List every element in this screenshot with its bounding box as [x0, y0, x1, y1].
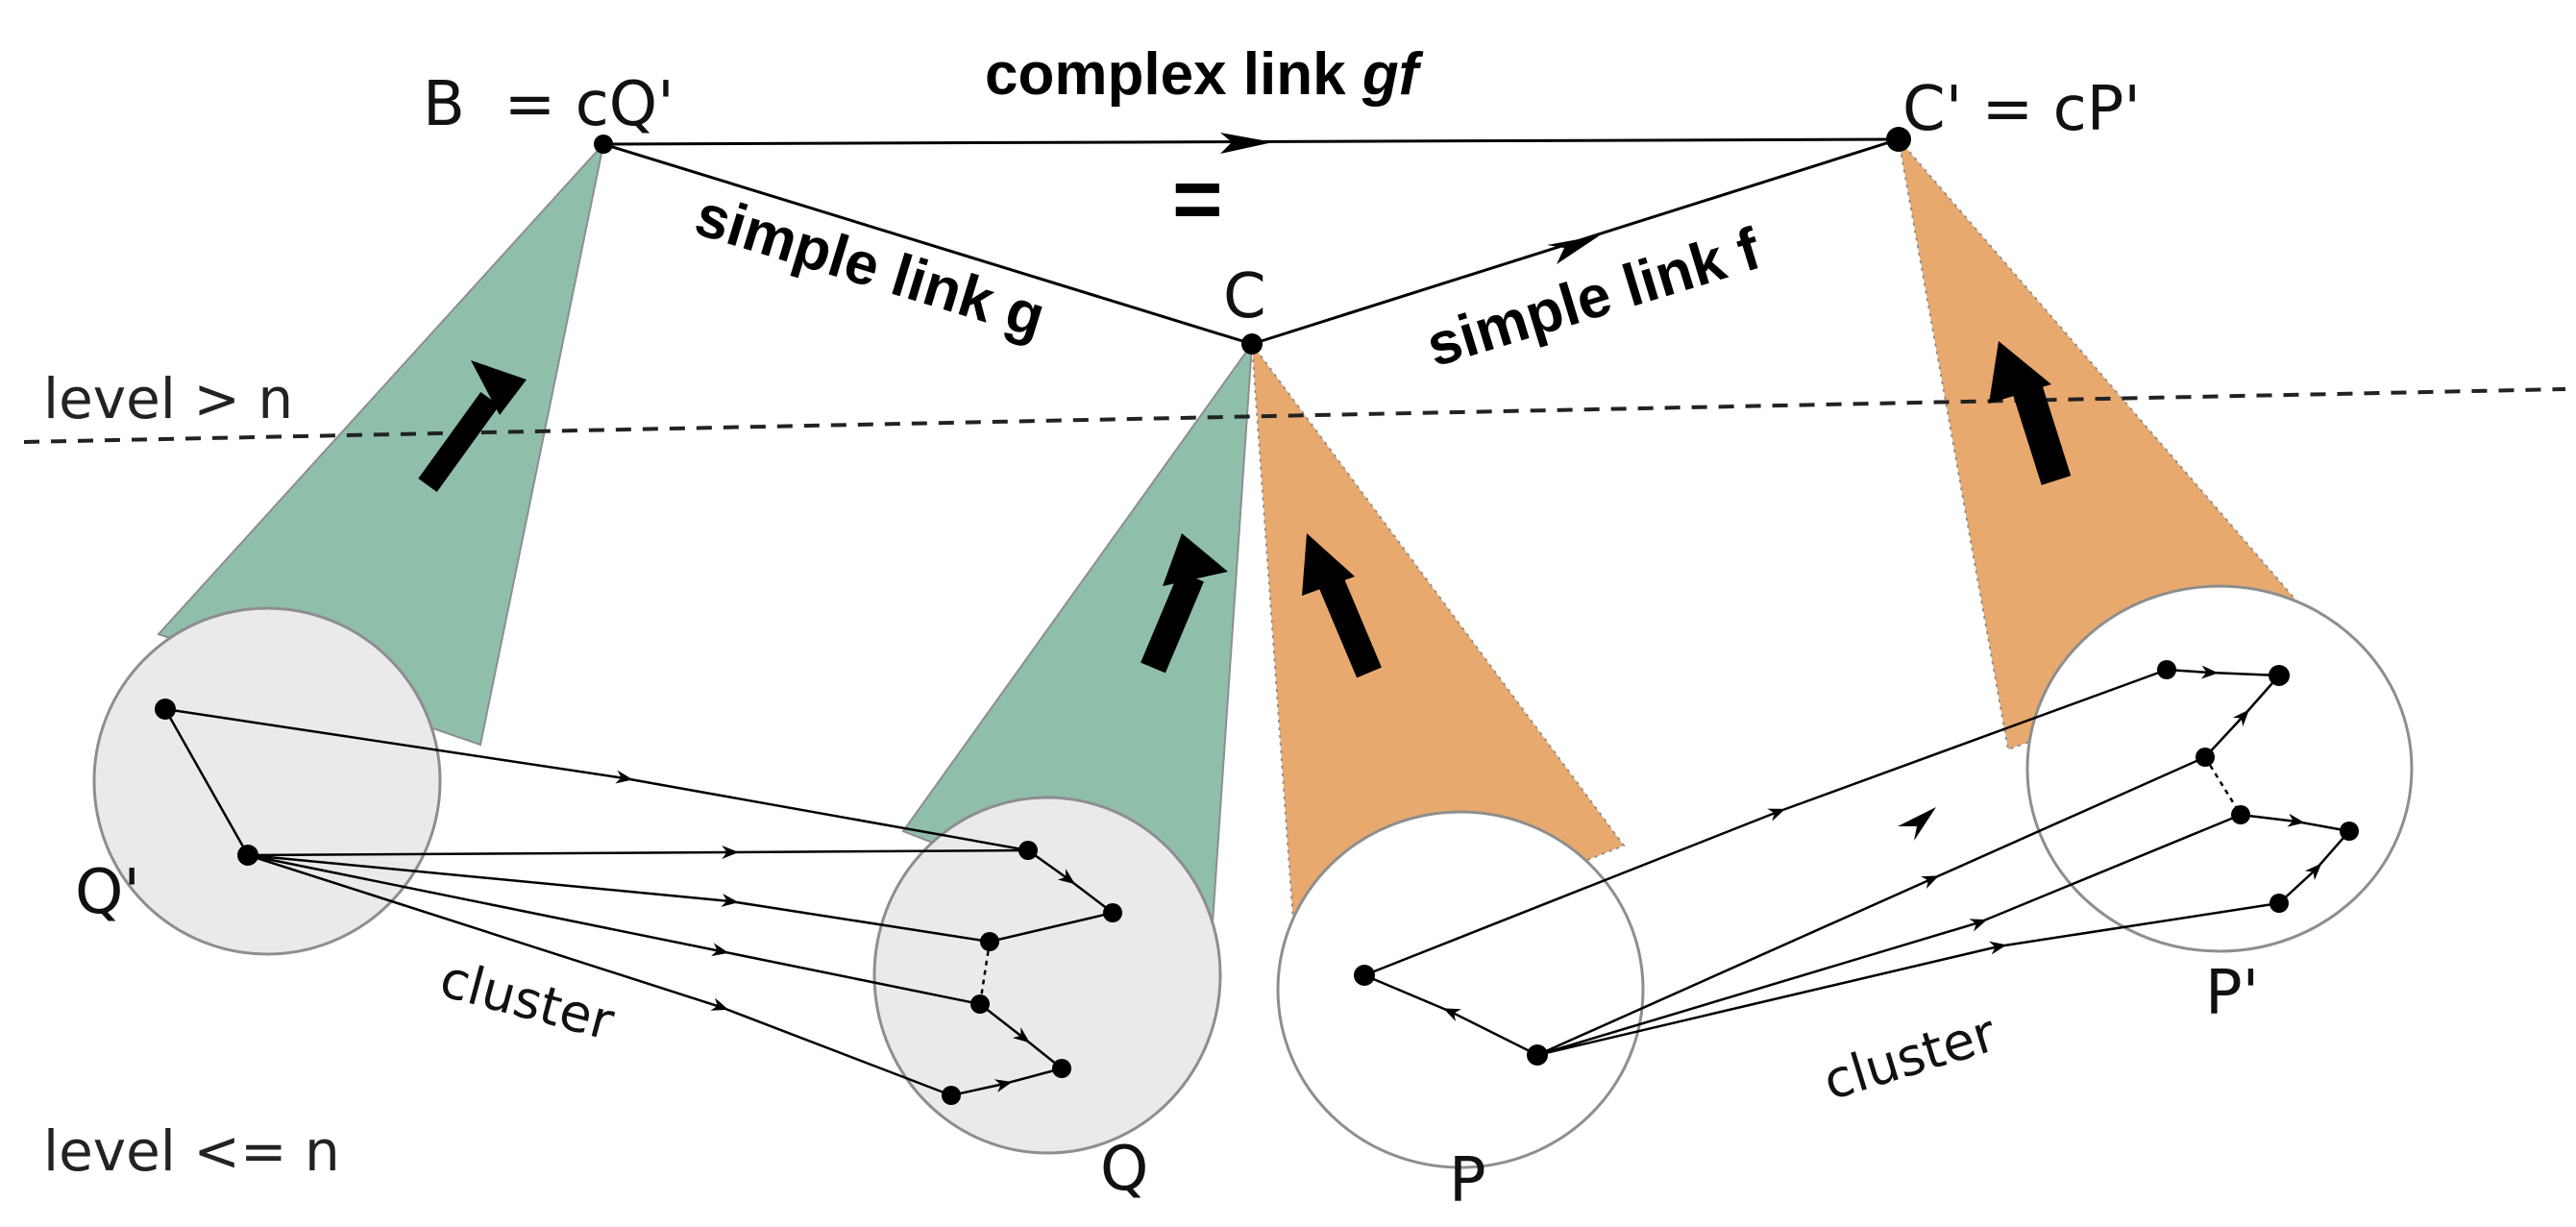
- label-node-b: B = cQ': [423, 69, 675, 140]
- label-complex-link-gf: gf: [1362, 41, 1424, 108]
- label-cluster-right: cluster: [1816, 1002, 2003, 1112]
- left-cluster-nodes: [155, 699, 1122, 1105]
- label-node-c: C: [1223, 261, 1266, 332]
- arrow-up-icon-right: [1989, 341, 2072, 485]
- disk-q: [872, 796, 1222, 1155]
- label-level-above: level > n: [43, 366, 293, 431]
- disk-p-prime: [2025, 584, 2414, 953]
- label-q-prime: Q': [75, 857, 140, 928]
- arrow-up-icon-left: [418, 360, 527, 493]
- label-simple-link-f: simple link f: [1419, 216, 1768, 380]
- label-p: P: [1449, 1145, 1486, 1216]
- left-cluster-edges: [163, 707, 1114, 1097]
- label-p-prime: P': [2205, 958, 2259, 1029]
- label-complex-link: complex link gf: [985, 41, 1424, 108]
- label-equals: =: [1172, 152, 1223, 248]
- level-divider: [23, 387, 2566, 444]
- label-complex-link-text: complex link: [985, 41, 1362, 108]
- simple-link-g: [602, 142, 1253, 346]
- disk-p: [1276, 810, 1645, 1169]
- right-cluster-edges: [1363, 665, 2350, 1057]
- arrow-up-icon-p: [1302, 533, 1382, 678]
- label-q: Q: [1100, 1134, 1148, 1205]
- node-b: [594, 135, 613, 154]
- arrow-up-icon-q: [1141, 533, 1228, 674]
- label-cluster-left: cluster: [434, 948, 621, 1053]
- label-node-c-prime: C' = cP': [1902, 74, 2141, 145]
- complex-link-arrowhead: [1220, 133, 1273, 154]
- label-level-below: level <= n: [43, 1118, 340, 1184]
- node-c: [1241, 333, 1263, 355]
- simple-link-f-arrowhead: [1547, 235, 1600, 264]
- right-cluster-nodes: [1354, 660, 2359, 1066]
- node-c-prime: [1886, 127, 1911, 152]
- disk-q-prime: [92, 606, 442, 956]
